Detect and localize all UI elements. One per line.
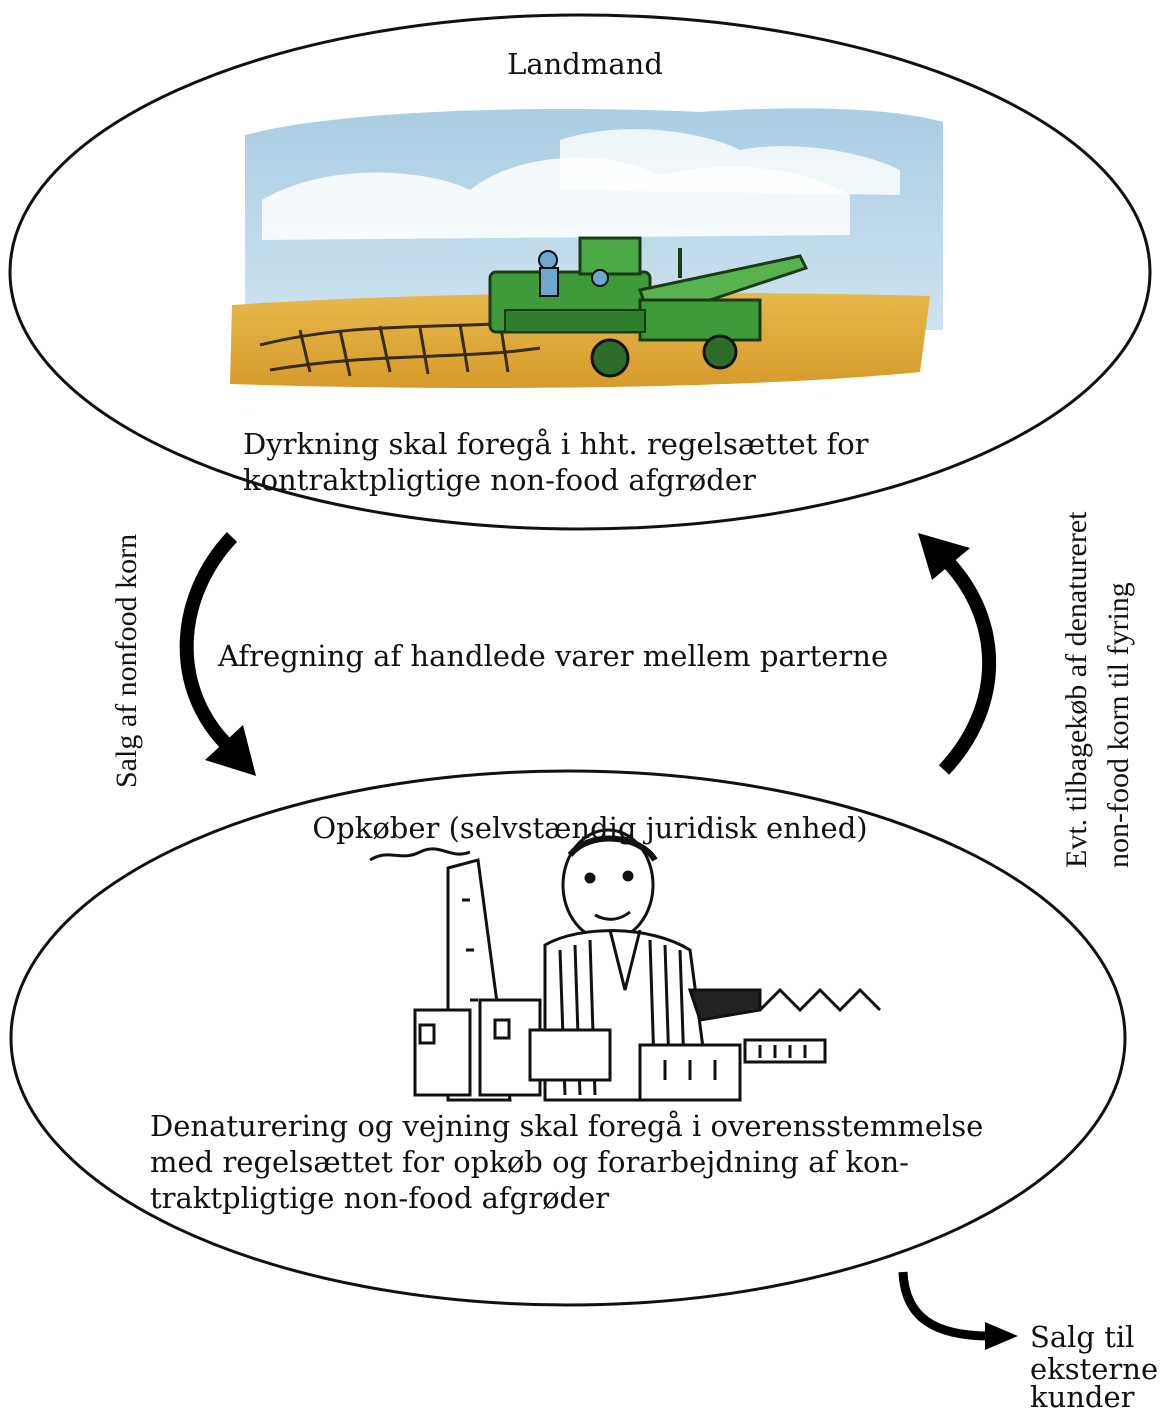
sale-arrow — [179, 532, 256, 776]
farmer-ellipse — [8, 13, 1152, 531]
buyback-arrow — [918, 533, 997, 775]
harvester-illustration — [230, 108, 943, 388]
sale-label: Salg af nonfood korn — [110, 533, 143, 788]
buyback-label-line-2: non-food korn til fyring — [1102, 582, 1135, 868]
buyback-label-line-1: Evt. tilbagekøb af denatureret — [1060, 511, 1093, 868]
buyer-ellipse — [9, 769, 1127, 1307]
external-sales-line-3: kunder — [1030, 1380, 1135, 1414]
buyer-description-line-1: Denaturering og vejning skal foregå i ov… — [150, 1109, 984, 1143]
settlement-label: Afregning af handlede varer mellem parte… — [218, 639, 889, 673]
buyer-title: Opkøber (selvstændig juridisk enhed) — [312, 811, 868, 845]
external-sales-line-2: eksterne — [1030, 1352, 1159, 1386]
external-sales-arrow — [898, 1271, 1018, 1350]
farmer-description-line-2: kontraktpligtige non-food afgrøder — [243, 463, 756, 497]
buyer-description-line-2: med regelsættet for opkøb og forarbejdni… — [150, 1145, 909, 1179]
businessman-illustration — [369, 828, 882, 1102]
farmer-title: Landmand — [507, 47, 663, 81]
buyer-description-line-3: traktpligtige non-food afgrøder — [150, 1181, 610, 1215]
farmer-description-line-1: Dyrkning skal foregå i hht. regelsættet … — [243, 427, 869, 461]
external-sales-line-1: Salg til — [1030, 1320, 1135, 1354]
